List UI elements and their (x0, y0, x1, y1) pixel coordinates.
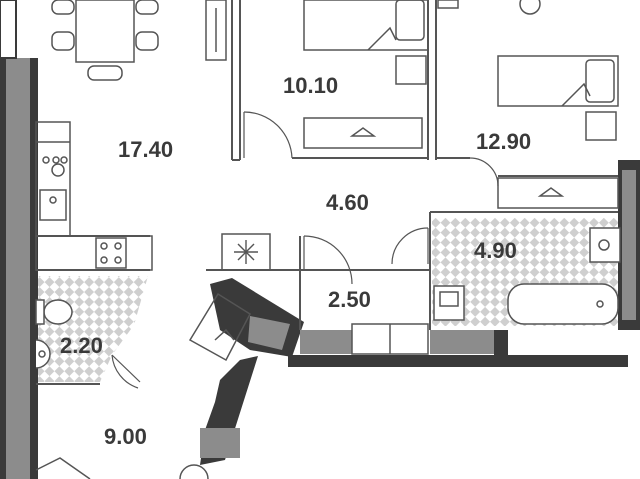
room-area-hallway: 4.60 (326, 190, 369, 215)
room-area-toilet: 2.20 (60, 333, 103, 358)
wardrobe-icon (205, 0, 227, 61)
room-area-bedroom-1: 10.10 (283, 73, 338, 98)
bed-icon (437, 0, 619, 141)
bathtub-icon (507, 283, 619, 325)
dining-table-icon (51, 0, 159, 81)
toilet-floor (36, 276, 148, 382)
balcony-furniture-icon (35, 292, 251, 479)
wardrobe-icon (303, 117, 423, 149)
area-labels: 17.40 10.10 12.90 4.60 4.90 2.50 2.20 9.… (60, 73, 531, 449)
room-area-bedroom-2: 12.90 (476, 129, 531, 154)
room-area-bathroom: 4.90 (474, 238, 517, 263)
sink-icon (589, 227, 621, 263)
doors (111, 111, 499, 389)
sink-icon (35, 339, 51, 369)
kitchen-counter-icon (35, 121, 153, 271)
freezer-icon (221, 233, 271, 271)
room-area-living-kitchen: 17.40 (118, 137, 173, 162)
room-area-balcony: 9.00 (104, 424, 147, 449)
bed-icon (303, 0, 429, 85)
wardrobe-icon (497, 177, 619, 209)
toilet-icon (35, 299, 73, 325)
room-area-storage: 2.50 (328, 287, 371, 312)
washing-machine-icon (433, 285, 465, 321)
interior-walls (36, 0, 618, 385)
shelving-icon (351, 323, 429, 355)
